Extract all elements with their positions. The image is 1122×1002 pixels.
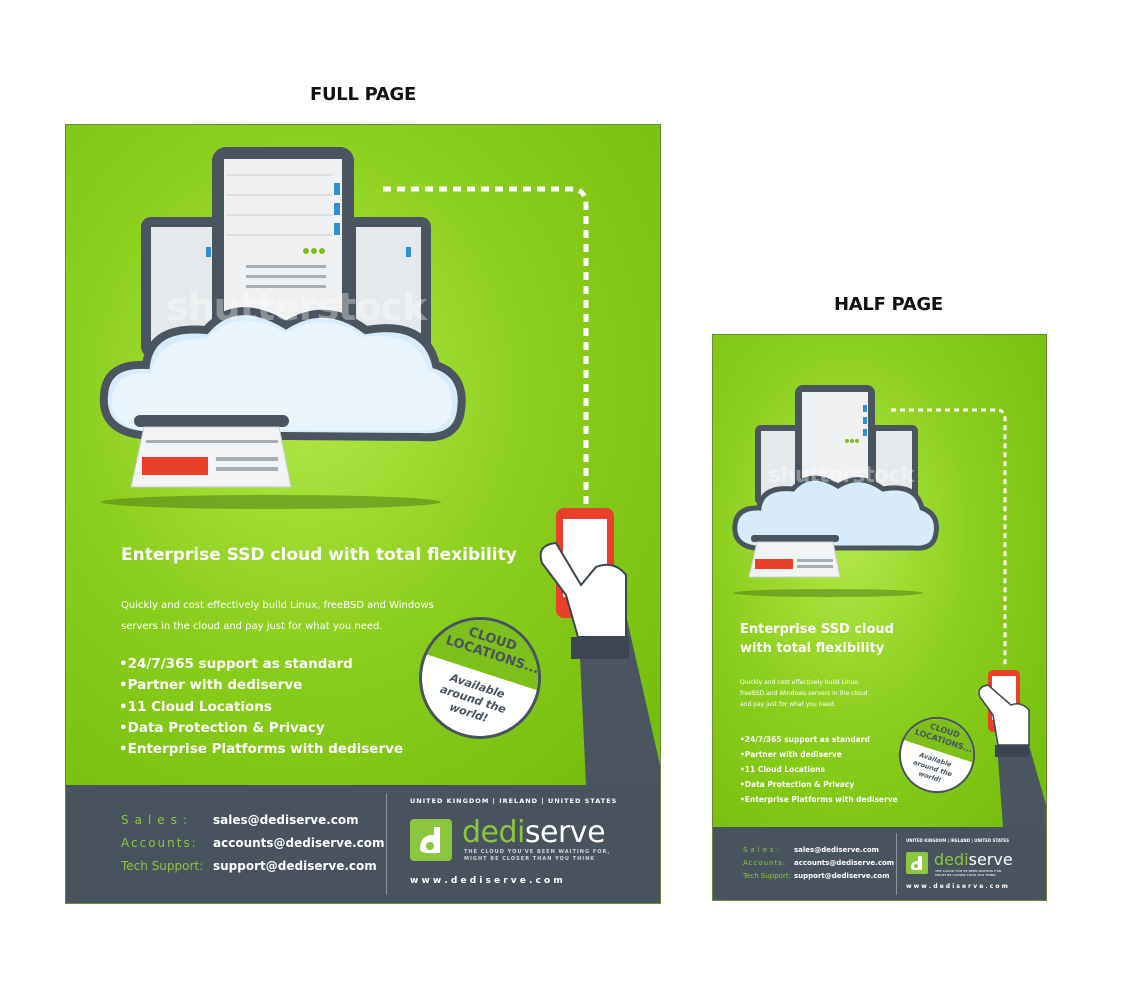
ad-footer: Sales: sales@dediserve.com Accounts: accou… (66, 785, 660, 903)
contact-label: Accounts: (743, 859, 787, 867)
footer-divider (896, 833, 897, 895)
ad-body-text: Quickly and cost effectively build Linux… (121, 600, 434, 632)
ad-headline: Enterprise SSD cloud with total flexibil… (121, 545, 517, 565)
list-item: Enterprise Platforms with dediserve (119, 739, 403, 760)
brand-name: dediserve (462, 815, 606, 850)
contact-email[interactable]: sales@dediserve.com (213, 813, 359, 827)
full-page-ad: shutterstock Enterprise SSD cloud with t… (65, 124, 661, 904)
dediserve-logo-icon (410, 819, 452, 861)
watermark-text: shutterstock (166, 285, 427, 329)
brand-tagline: THE CLOUD YOU'VE BEEN WAITING FOR,MIGHT … (935, 869, 1003, 877)
brand-name: dediserve (934, 850, 1013, 869)
contact-email[interactable]: sales@dediserve.com (794, 846, 879, 854)
ad-bullet-list: 24/7/365 support as standard Partner wit… (740, 732, 898, 807)
server-cloud-illustration (99, 147, 660, 785)
country-list: UNITED KINGDOM | IRELAND | UNITED STATES (410, 797, 618, 805)
contact-label: Tech Support: (743, 872, 791, 880)
list-item: Data Protection & Privacy (119, 718, 403, 739)
country-list: UNITED KINGDOM | IRELAND | UNITED STATES (906, 838, 1009, 843)
contact-sales: Sales: sales@dediserve.com (121, 813, 359, 827)
contact-accounts: Accounts: accounts@dediserve.com (743, 859, 894, 867)
list-item: Enterprise Platforms with dediserve (740, 792, 898, 807)
contact-label: Tech Support: (121, 859, 204, 873)
list-item: 11 Cloud Locations (740, 762, 898, 777)
ad-footer: Sales: sales@dediserve.com Accounts: accou… (713, 827, 1046, 900)
list-item: Partner with dediserve (119, 675, 403, 696)
list-item: 11 Cloud Locations (119, 697, 403, 718)
ad-bullet-list: 24/7/365 support as standard Partner wit… (119, 654, 403, 760)
full-page-label: FULL PAGE (310, 84, 416, 105)
website-link[interactable]: w w w . d e d i s e r v e . c o m (410, 876, 563, 886)
website-link[interactable]: w w w . d e d i s e r v e . c o m (906, 883, 1008, 890)
contact-label: Sales: (121, 813, 193, 827)
watermark-text: shutterstock (768, 463, 915, 488)
contact-email[interactable]: accounts@dediserve.com (213, 836, 385, 850)
list-item: 24/7/365 support as standard (119, 654, 403, 675)
dediserve-logo-icon (906, 852, 928, 874)
contact-label: Accounts: (121, 836, 198, 850)
list-item: Partner with dediserve (740, 747, 898, 762)
contact-email[interactable]: support@dediserve.com (213, 859, 377, 873)
half-page-label: HALF PAGE (834, 294, 943, 315)
contact-support: Tech Support:support@dediserve.com (743, 872, 890, 880)
contact-support: Tech Support: support@dediserve.com (121, 859, 377, 873)
contact-sales: Sales: sales@dediserve.com (743, 846, 879, 854)
footer-divider (386, 793, 387, 895)
brand-tagline: THE CLOUD YOU'VE BEEN WAITING FOR,MIGHT … (464, 849, 611, 862)
list-item: Data Protection & Privacy (740, 777, 898, 792)
server-cloud-illustration (732, 385, 1046, 827)
contact-email[interactable]: support@dediserve.com (794, 872, 890, 880)
contact-accounts: Accounts: accounts@dediserve.com (121, 836, 385, 850)
contact-label: Sales: (743, 846, 782, 854)
list-item: 24/7/365 support as standard (740, 732, 898, 747)
ad-body-text: Quickly and cost effectively build Linux… (740, 679, 868, 708)
contact-email[interactable]: accounts@dediserve.com (794, 859, 895, 867)
